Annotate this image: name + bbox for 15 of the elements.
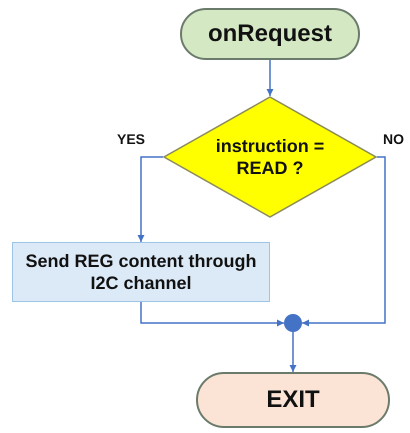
arrow <box>140 302 284 326</box>
node-label: instruction = READ ? <box>214 134 326 180</box>
arrow <box>138 156 163 242</box>
decision-diamond <box>163 96 377 218</box>
merge-point <box>284 314 302 332</box>
arrow <box>302 156 386 326</box>
start-terminal <box>180 8 360 60</box>
arrow <box>290 332 296 372</box>
arrow <box>266 60 274 96</box>
edge-label: NO <box>381 131 406 147</box>
edge-label: YES <box>115 131 148 147</box>
node-label: onRequest <box>208 19 332 49</box>
node-label: EXIT <box>266 385 320 415</box>
node-label: Send REG content through I2C channel <box>24 250 258 294</box>
process-box <box>12 242 270 302</box>
